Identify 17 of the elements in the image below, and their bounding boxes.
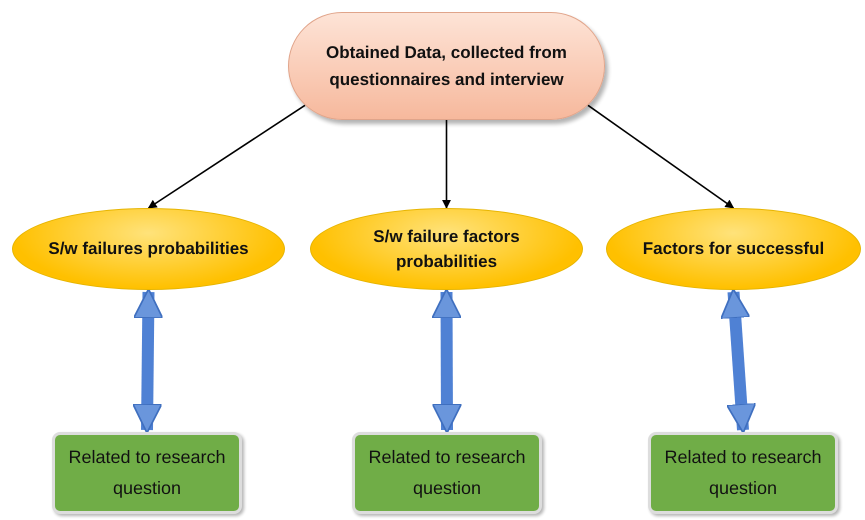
process-box: [352, 432, 542, 514]
node-text: S/w failure factors probabilities: [372, 226, 521, 273]
arrow: [148, 104, 306, 209]
node-text: Factors for successful: [642, 238, 824, 260]
double-arrow: [720, 288, 756, 434]
arrow: [588, 104, 734, 209]
process-box: [52, 432, 242, 514]
node-text: Related to research question: [367, 446, 527, 500]
rounded-box: [288, 12, 605, 120]
double-arrow: [431, 288, 462, 434]
double-arrow: [132, 288, 164, 434]
node-text: S/w failures probabilities: [48, 238, 249, 260]
process-box: [648, 432, 838, 514]
arrow: [442, 120, 451, 209]
node-text: Related to research question: [67, 446, 227, 500]
node-text: Related to research question: [663, 446, 823, 500]
node-text: Obtained Data, collected from questionnaires and interview: [325, 42, 568, 91]
